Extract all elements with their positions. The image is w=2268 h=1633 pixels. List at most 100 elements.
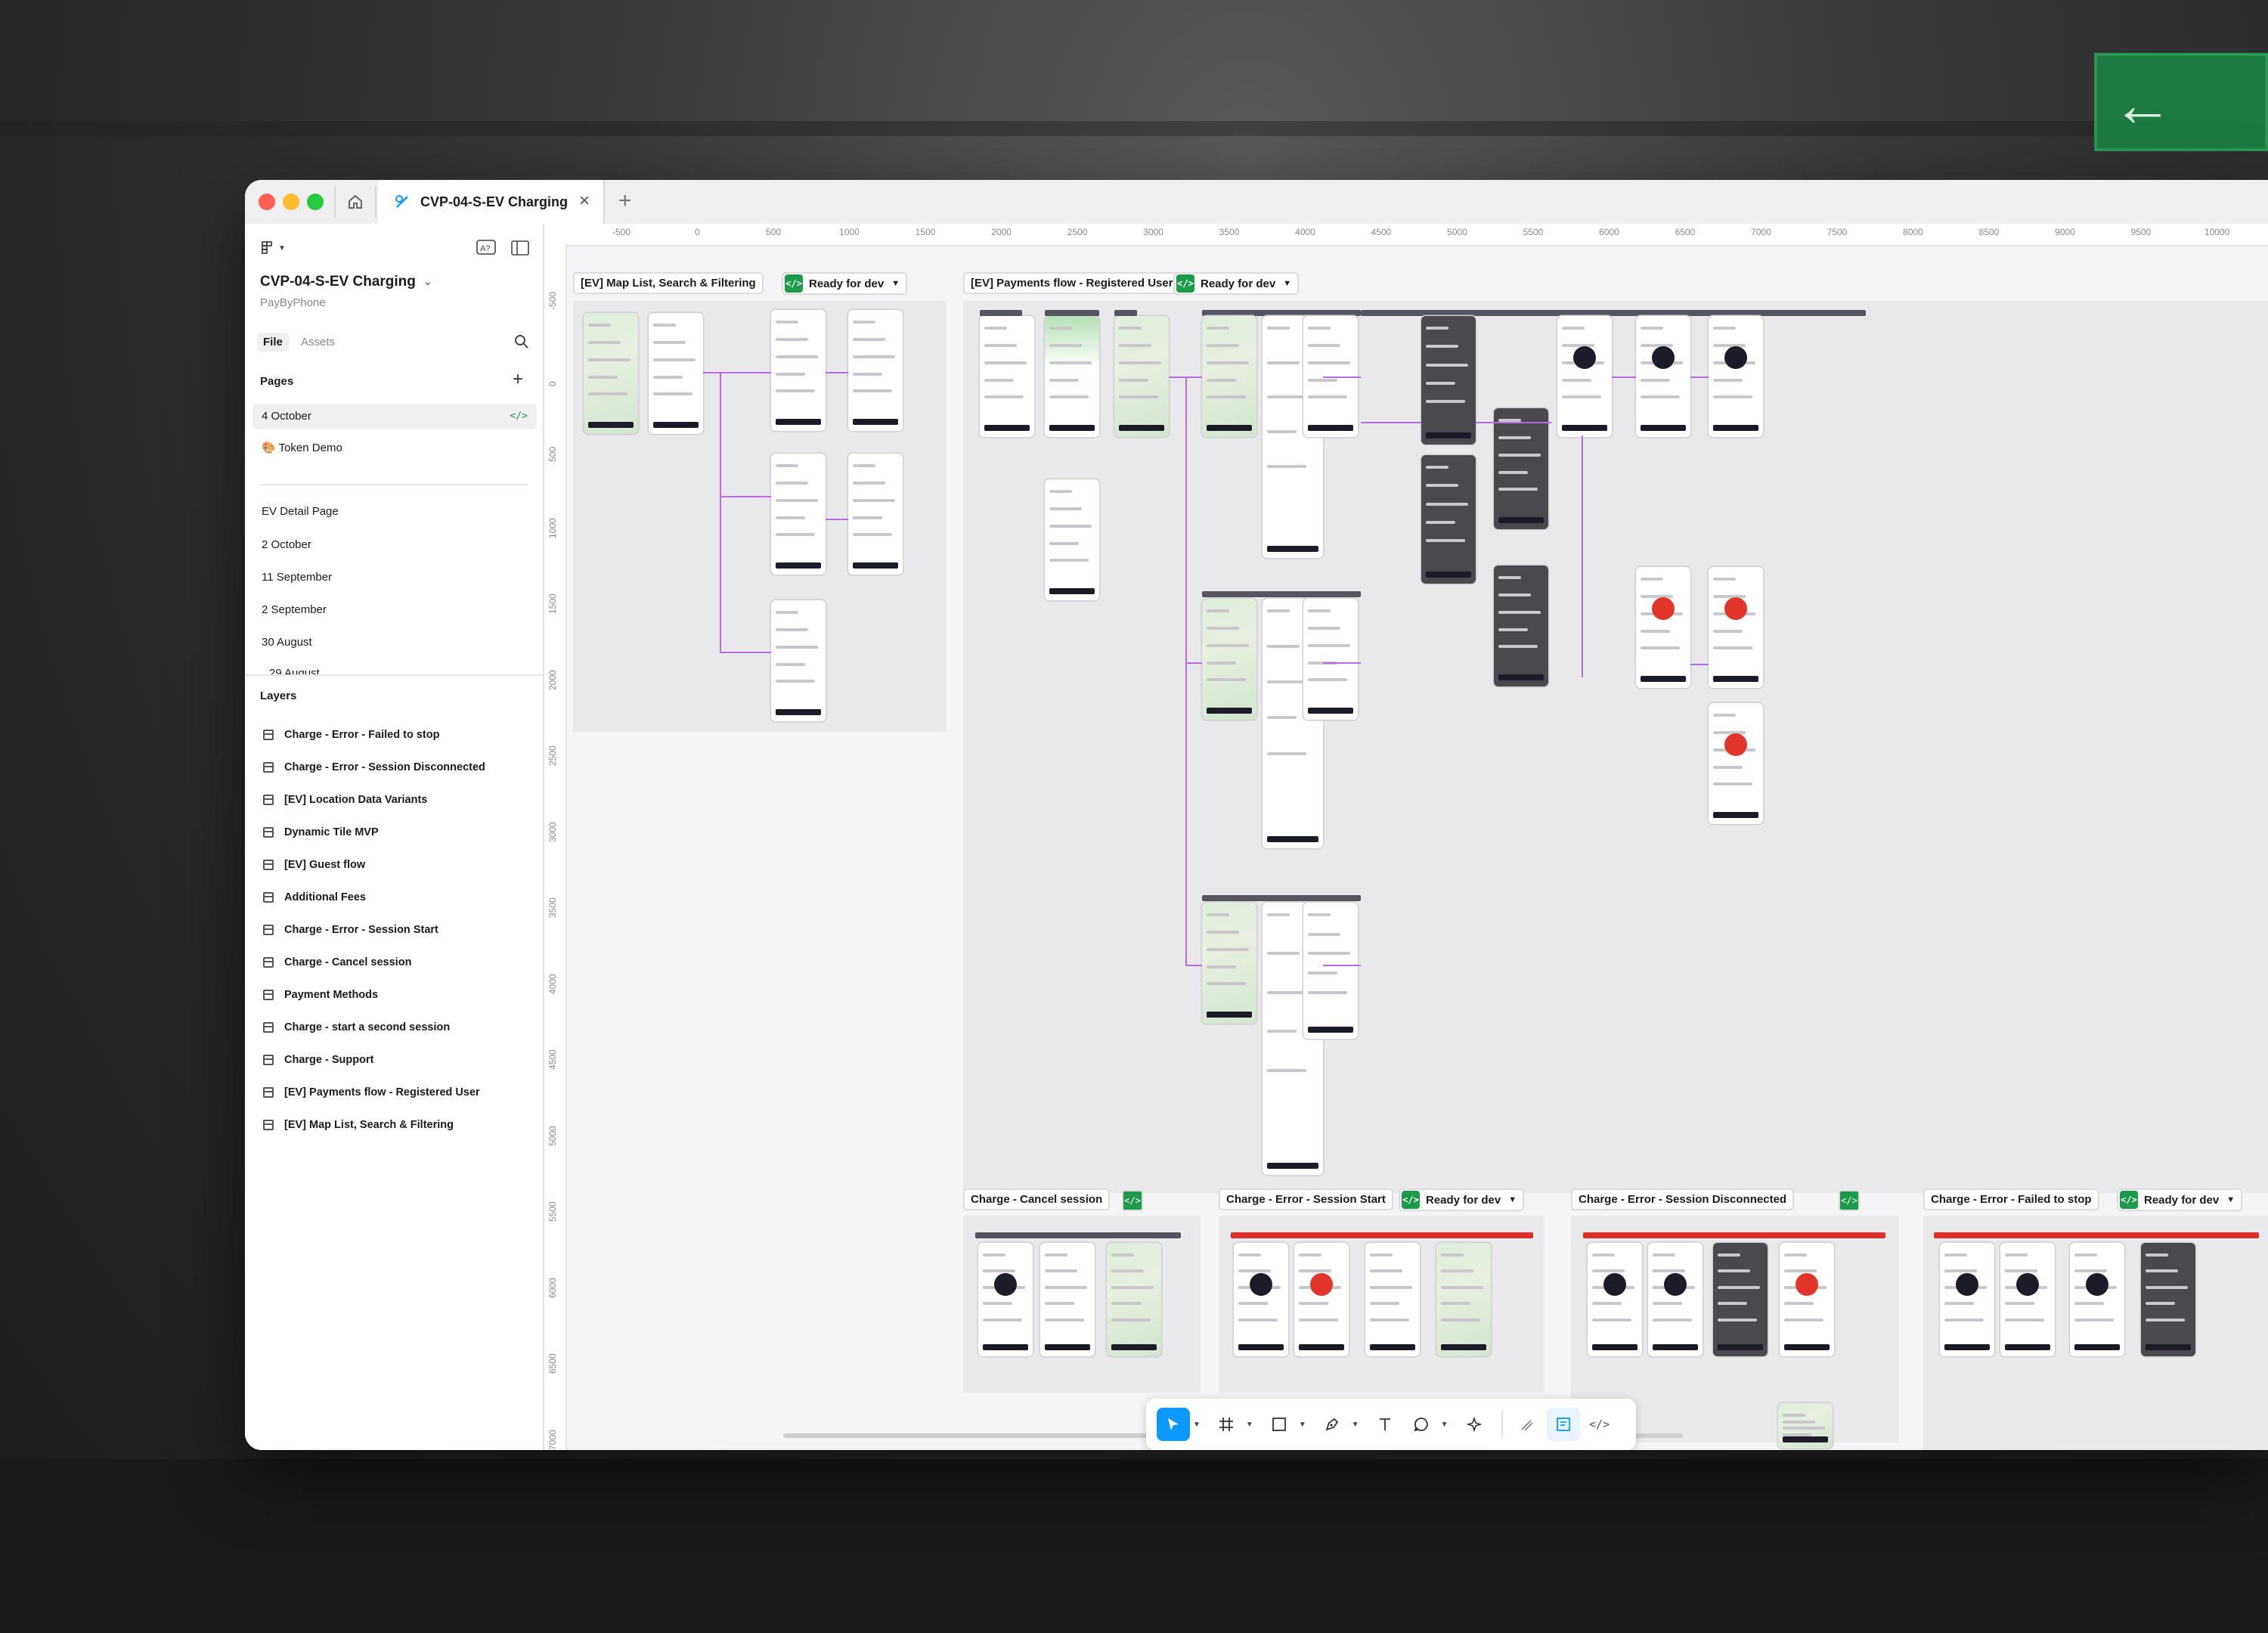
screen-frame[interactable] xyxy=(1713,1243,1768,1356)
screen-frame[interactable] xyxy=(584,313,638,434)
section-label[interactable]: Charge - Error - Failed to stop xyxy=(1923,1188,2099,1210)
screen-frame[interactable] xyxy=(1107,1243,1161,1356)
page-item-11-september[interactable]: 11 September xyxy=(262,571,333,584)
screen-frame[interactable] xyxy=(1940,1243,1994,1356)
page-item-4-october[interactable]: 4 October </> xyxy=(253,404,537,429)
section-payments-flow[interactable] xyxy=(963,301,2268,1193)
dev-mode-icon[interactable]: </> xyxy=(1122,1190,1143,1211)
screen-frame[interactable] xyxy=(1780,1243,1834,1356)
chevron-down-icon[interactable]: ▼ xyxy=(1440,1420,1448,1429)
section-label[interactable]: Charge - Cancel session xyxy=(963,1188,1111,1210)
screen-frame[interactable] xyxy=(1114,316,1169,437)
page-item-ev-detail[interactable]: EV Detail Page xyxy=(262,505,339,518)
layer-item[interactable]: Dynamic Tile MVP xyxy=(263,822,379,843)
screen-frame[interactable] xyxy=(771,600,826,721)
page-item-token-demo[interactable]: 🎨 Token Demo xyxy=(253,435,537,461)
layer-item[interactable]: [EV] Location Data Variants xyxy=(263,789,427,810)
tab-file[interactable]: File xyxy=(257,333,289,352)
screen-frame[interactable] xyxy=(978,1243,1033,1356)
actions-tool-button[interactable] xyxy=(1458,1408,1491,1441)
add-page-button[interactable]: + xyxy=(513,369,524,389)
comment-tool-button[interactable] xyxy=(1405,1408,1438,1441)
screen-frame[interactable] xyxy=(1709,567,1763,688)
layer-item[interactable]: Charge - Error - Session Disconnected xyxy=(263,757,485,778)
dev-mode-button[interactable]: </> xyxy=(1583,1408,1616,1441)
ready-for-dev-badge[interactable]: </>Ready for dev▼ xyxy=(1399,1188,1525,1211)
screen-frame[interactable] xyxy=(1648,1243,1703,1356)
layer-item[interactable]: [EV] Payments flow - Registered User xyxy=(263,1082,480,1103)
chevron-down-icon[interactable]: ⌄ xyxy=(423,275,432,287)
toggle-panel-button[interactable] xyxy=(511,240,529,259)
main-menu-button[interactable]: ▼ xyxy=(260,240,286,256)
chevron-down-icon[interactable]: ▼ xyxy=(1298,1420,1306,1429)
screen-frame[interactable] xyxy=(649,313,703,434)
layer-item[interactable]: Payment Methods xyxy=(263,984,378,1006)
screen-frame[interactable] xyxy=(1202,599,1256,720)
screen-frame[interactable] xyxy=(1294,1243,1349,1356)
move-tool-button[interactable] xyxy=(1157,1408,1190,1441)
frame-tool-button[interactable] xyxy=(1210,1408,1243,1441)
chevron-down-icon[interactable]: ▼ xyxy=(1193,1420,1201,1429)
layer-item[interactable]: Charge - Cancel session xyxy=(263,952,411,973)
pen-tool-button[interactable] xyxy=(1315,1408,1349,1441)
screen-frame[interactable] xyxy=(1303,903,1358,1039)
page-item-2-september[interactable]: 2 September xyxy=(262,603,327,616)
page-item-29-august[interactable]: 29 August xyxy=(269,667,320,674)
maximize-window-button[interactable] xyxy=(307,194,324,210)
screen-frame[interactable] xyxy=(1045,316,1099,437)
section-label[interactable]: Charge - Error - Session Disconnected xyxy=(1571,1188,1795,1210)
layer-item[interactable]: [EV] Guest flow xyxy=(263,854,365,875)
screen-frame[interactable] xyxy=(1421,316,1476,445)
close-tab-icon[interactable]: × xyxy=(578,191,590,211)
screen-frame[interactable] xyxy=(1494,566,1548,686)
screen-frame[interactable] xyxy=(1709,703,1763,824)
project-name[interactable]: CVP-04-S-EV Charging xyxy=(260,274,416,290)
screen-frame[interactable] xyxy=(1636,567,1690,688)
screen-frame[interactable] xyxy=(1778,1403,1833,1449)
screen-frame[interactable] xyxy=(1202,903,1256,1024)
dev-mode-icon[interactable]: </> xyxy=(1839,1190,1860,1211)
screen-frame[interactable] xyxy=(771,310,826,431)
ready-for-dev-badge[interactable]: </>Ready for dev▼ xyxy=(782,272,908,295)
screen-frame[interactable] xyxy=(1557,316,1612,437)
section-label[interactable]: [EV] Payments flow - Registered User xyxy=(963,272,1181,294)
file-tab[interactable]: CVP-04-S-EV Charging × xyxy=(378,180,605,224)
screen-frame[interactable] xyxy=(1365,1243,1420,1356)
screen-frame[interactable] xyxy=(848,454,903,575)
section-label[interactable]: [EV] Map List, Search & Filtering xyxy=(573,272,764,294)
screen-frame[interactable] xyxy=(1494,408,1548,529)
layer-item[interactable]: Charge - Error - Session Start xyxy=(263,919,438,940)
shape-tool-button[interactable] xyxy=(1263,1408,1296,1441)
screen-frame[interactable] xyxy=(1045,479,1099,600)
font-check-button[interactable]: A? xyxy=(476,239,496,259)
chevron-down-icon[interactable]: ▼ xyxy=(1351,1420,1359,1429)
screen-frame[interactable] xyxy=(1636,316,1690,437)
screen-frame[interactable] xyxy=(1040,1243,1095,1356)
chevron-down-icon[interactable]: ▼ xyxy=(1245,1420,1253,1429)
screen-frame[interactable] xyxy=(2070,1243,2124,1356)
screen-frame[interactable] xyxy=(1588,1243,1642,1356)
layer-item[interactable]: Charge - Error - Failed to stop xyxy=(263,724,439,745)
screen-frame[interactable] xyxy=(1436,1243,1491,1356)
screen-frame[interactable] xyxy=(1709,316,1763,437)
ready-for-dev-badge[interactable]: </>Ready for dev▼ xyxy=(2117,1188,2243,1211)
tab-assets[interactable]: Assets xyxy=(301,336,336,349)
screen-frame[interactable] xyxy=(2141,1243,2195,1356)
section-label[interactable]: Charge - Error - Session Start xyxy=(1219,1188,1393,1210)
close-window-button[interactable] xyxy=(259,194,275,210)
screen-frame[interactable] xyxy=(771,454,826,575)
screen-frame[interactable] xyxy=(1421,455,1476,584)
screen-frame[interactable] xyxy=(1303,599,1358,720)
layer-item[interactable]: Charge - start a second session xyxy=(263,1017,450,1038)
search-button[interactable] xyxy=(514,334,529,353)
layer-item[interactable]: Additional Fees xyxy=(263,887,366,908)
screen-frame[interactable] xyxy=(980,316,1034,437)
layer-item[interactable]: [EV] Map List, Search & Filtering xyxy=(263,1114,454,1136)
draw-mode-button[interactable] xyxy=(1510,1408,1544,1441)
screen-frame[interactable] xyxy=(1202,316,1256,437)
screen-frame[interactable] xyxy=(848,310,903,431)
design-mode-button[interactable] xyxy=(1546,1408,1580,1441)
page-item-2-october[interactable]: 2 October xyxy=(262,538,311,551)
ready-for-dev-badge[interactable]: </>Ready for dev▼ xyxy=(1173,272,1300,295)
